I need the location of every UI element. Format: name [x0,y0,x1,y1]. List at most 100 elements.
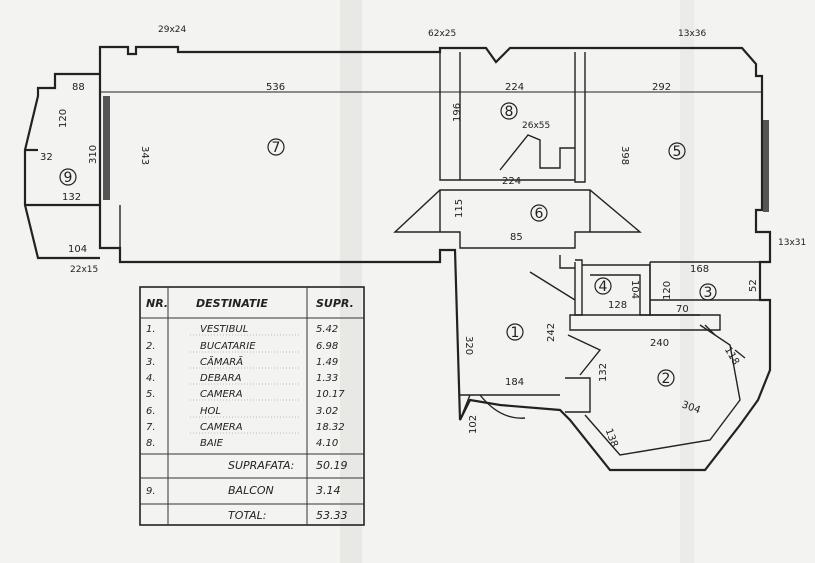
table-cell-supr: 50.19 [316,459,348,472]
room-number: 4 [599,279,608,295]
table-cell-nr: 9. [146,486,156,497]
opening-label: 22x15 [70,265,98,275]
room-circle [506,323,524,341]
table-header-nr: NR. [146,297,168,310]
table-cell-supr: 18.32 [316,422,345,433]
table-cell-supr: 5.42 [316,324,338,335]
dimension-label: 132 [598,363,609,382]
balcony-wall [23,72,100,260]
outer-wall [98,45,772,472]
dimension-label: 320 [463,336,474,355]
table-cell-dest: HOL [200,406,221,417]
dimension-label: 132 [62,192,81,203]
dimension-label: 32 [40,152,53,163]
dimension-label: 104 [629,280,640,299]
inner-wall [565,377,591,413]
table-cell-nr: 1. [146,324,156,335]
hall-line [439,190,591,232]
dimension-label: 292 [652,82,671,93]
opening-label: 26x55 [522,121,550,131]
table-cell-dest: DEBARA [200,373,242,384]
table-cell-nr: 5. [146,389,156,400]
dimension-label: 343 [139,146,150,165]
table-cell-supr: 10.17 [316,389,345,400]
kitchen-wall [584,324,741,456]
room-number: 5 [673,144,682,160]
table-cell-nr: 3. [146,357,156,368]
inner-wall [569,314,721,331]
table-cell-nr: 8. [146,438,156,449]
scan-streak [340,0,362,563]
inner-wall [559,255,575,269]
dimension-label: 118 [722,345,741,367]
table-cell-dest: BUCATARIE [200,341,256,352]
room-circle [594,277,612,295]
table-cell-dest: CAMERA [200,389,243,400]
dimension-label: 196 [452,103,463,122]
table-header-supr: SUPR. [316,297,354,310]
area-table: NR. DESTINATIE SUPR. 1. VESTIBUL 5.42 2. BUCATA… [139,286,365,526]
room-number: 3 [704,285,713,301]
opening-label: 29x24 [158,25,187,35]
room-circle [699,283,717,301]
table-cell-dest: TOTAL: [228,509,266,522]
room-circle [530,204,548,222]
dimension-label: 120 [58,109,69,128]
table-cell-supr: 3.14 [316,484,341,497]
room-markers: 1 2 3 4 5 6 7 8 9 [59,102,717,387]
dimension-label: 85 [510,232,523,243]
dimension-label: 88 [72,82,85,93]
inner-wall [704,324,746,359]
table-cell-supr: 6.98 [316,341,338,352]
bath-wall [439,52,461,181]
room-number: 7 [272,140,281,156]
opening-label: 62x25 [428,29,456,39]
room-number: 1 [511,325,520,341]
table-cell-supr: 53.33 [316,509,348,522]
table-cell-nr: 7. [146,422,156,433]
table-cell-supr: 1.49 [316,357,338,368]
bath-duct [499,134,575,171]
inner-wall [574,259,583,316]
dimension-label: 120 [662,281,673,300]
room-circle [500,102,518,120]
table-cell-nr: 2. [146,341,156,352]
dimension-label: 104 [68,244,87,255]
dimension-label: 310 [88,145,99,164]
dimension-label: 184 [505,377,524,388]
dimension-label: 242 [546,323,557,342]
table-cell-supr: 1.33 [316,373,338,384]
table-cell-dest: CAMERA [200,422,243,433]
scan-streak [680,0,694,563]
dimension-label: 128 [608,300,627,311]
window [103,96,110,200]
table-header-dest: DESTINATIE [196,297,268,310]
table-cell-supr: 4.10 [316,438,338,449]
dimension-label: 536 [266,82,285,93]
inner-wall [459,394,560,421]
opening-label: 13x36 [678,29,707,39]
dimension-label: 70 [676,304,689,315]
dimension-label: 102 [468,415,479,434]
dimension-label: 224 [505,82,524,93]
bath-wall [574,52,586,183]
table-cell-nr: 6. [146,406,156,417]
room-number: 9 [64,170,73,186]
table-frame [139,286,365,526]
window [763,120,769,212]
room-circle [668,142,686,160]
table-cell-nr: 4. [146,373,156,384]
table-cell-dest: CĂMARĂ [200,355,243,368]
room-circle [59,168,77,186]
inner-wall [567,334,602,376]
room-circle [267,138,285,156]
dimension-label: 398 [619,146,630,165]
room-number: 6 [535,206,544,222]
table-cell-dest: VESTIBUL [200,324,248,335]
table-cell-dest: BALCON [228,484,274,497]
door-swing [479,394,526,419]
dimension-label: 168 [690,264,709,275]
opening-label: 13x31 [778,238,806,248]
table-cell-dest: SUPRAFATA: [228,459,294,472]
